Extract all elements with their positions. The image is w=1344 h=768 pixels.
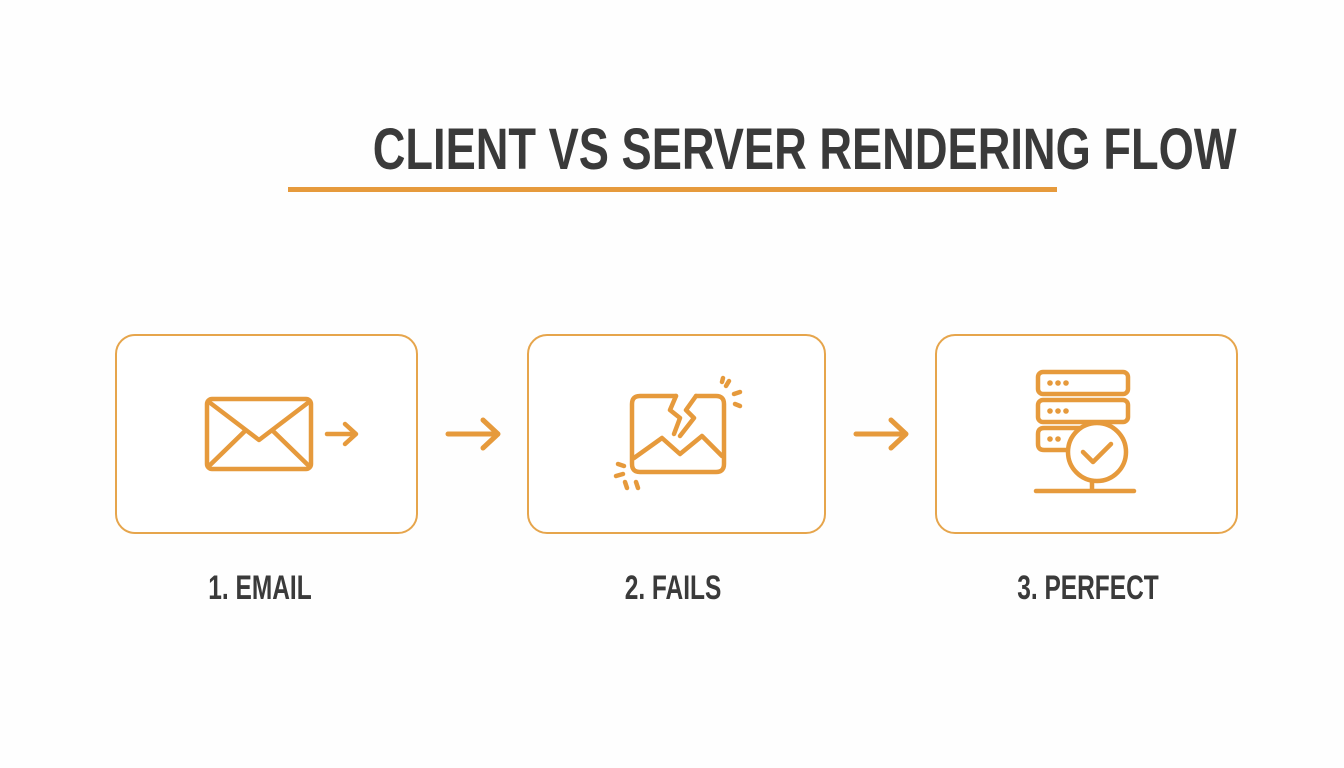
server-check-icon [1033, 369, 1137, 494]
broken-image-icon [613, 375, 743, 491]
step-label-fails: 2. FAILS [624, 569, 722, 607]
step-label-perfect: 3. PERFECT [1017, 569, 1159, 607]
arrow-right-icon [445, 417, 501, 451]
diagram-title: CLIENT VS SERVER RENDERING FLOW [372, 117, 1237, 182]
send-arrow-icon [324, 421, 359, 447]
step-label-email: 1. EMAIL [208, 569, 312, 607]
arrow-right-icon [853, 417, 909, 451]
title-underline [288, 187, 1057, 192]
step-box-fails [527, 334, 826, 534]
envelope-icon [204, 396, 314, 472]
